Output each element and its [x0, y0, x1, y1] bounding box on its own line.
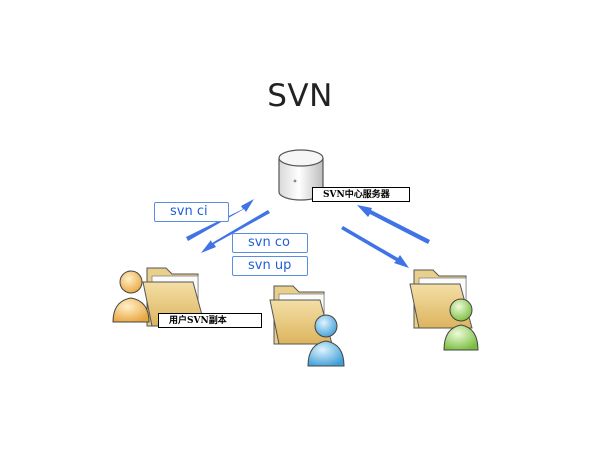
user-icon	[112, 270, 150, 323]
svn-up-label: svn up	[232, 256, 308, 276]
arrow-icon	[186, 199, 254, 241]
user-right	[409, 269, 479, 351]
user-icon	[307, 314, 345, 367]
user-copy-label: 用户SVN副本	[158, 313, 262, 328]
arrow-icon	[357, 205, 430, 244]
user-middle	[269, 285, 345, 367]
svn-co-label: svn co	[232, 233, 308, 253]
server-icon	[278, 149, 324, 201]
server-label: SVN中心服务器	[312, 187, 410, 202]
svn-ci-label: svn ci	[154, 202, 229, 222]
user-icon	[443, 298, 479, 351]
arrows	[186, 199, 430, 268]
arrow-icon	[201, 210, 270, 253]
folder-icon	[269, 285, 333, 345]
arrow-icon	[341, 226, 409, 268]
diagram-title: SVN	[267, 78, 333, 114]
